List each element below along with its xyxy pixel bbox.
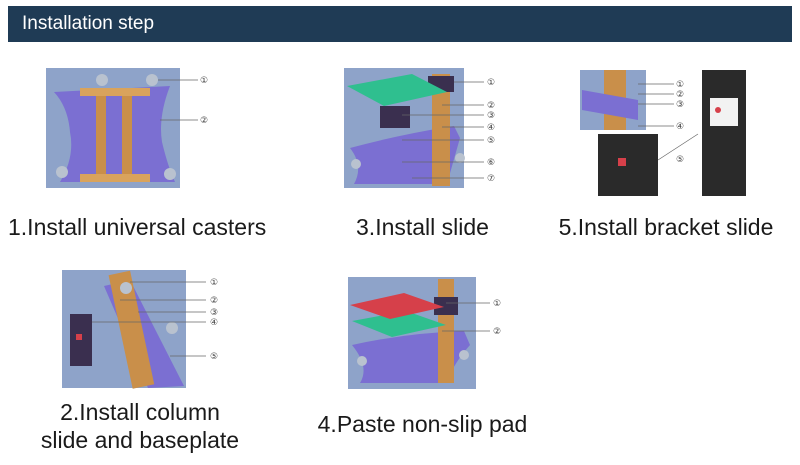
caster-icon (120, 282, 132, 294)
callout-2: ② (210, 296, 218, 306)
callout-4: ④ (676, 122, 684, 132)
column (432, 74, 450, 186)
caster-icon (56, 166, 68, 178)
callout-5: ⑤ (487, 136, 495, 146)
non-slip-pad (350, 293, 444, 319)
bracket-plate (582, 90, 638, 120)
slide-block (434, 297, 458, 315)
slide-plate (710, 98, 738, 126)
frame-bar-right (122, 88, 132, 182)
caster-icon (166, 322, 178, 334)
knob-icon (715, 107, 721, 113)
frame-bottom-bar (80, 174, 150, 182)
callout-5: ⑤ (676, 155, 684, 165)
tray-green (352, 311, 446, 337)
step-3-caption: 3.Install slide (356, 214, 489, 240)
step-4-caption: 4.Paste non-slip pad (317, 411, 528, 437)
caster-icon (96, 74, 108, 86)
callout-6: ⑥ (487, 158, 495, 168)
knob-icon (76, 334, 82, 340)
step-2-caption-line-1: 2.Install column (60, 399, 220, 425)
caster-icon (455, 153, 465, 163)
column (108, 270, 155, 389)
caster-icon (351, 159, 361, 169)
callout-2: ② (200, 116, 208, 126)
callout-1: ① (676, 80, 684, 90)
frame-top-bar (80, 88, 150, 96)
step-5-caption: 5.Install bracket slide (558, 214, 774, 240)
caster-icon (146, 74, 158, 86)
callout-7: ⑦ (487, 174, 495, 184)
step-1-caption: 1.Install universal casters (8, 214, 267, 240)
frame-bar-left (96, 88, 106, 182)
callout-3: ③ (210, 308, 218, 318)
step-5-figure: ① ② ③ ④ ⑤ (578, 68, 753, 198)
step-2-figure: ① ② ③ ④ ⑤ (60, 268, 235, 393)
callout-3: ③ (487, 111, 495, 121)
callout-2: ② (676, 90, 684, 100)
section-header: Installation step (8, 6, 792, 42)
callout-2: ② (487, 101, 495, 111)
callout-5: ⑤ (210, 352, 218, 362)
tray-top (347, 74, 447, 106)
caster-icon (357, 356, 367, 366)
knob-icon (618, 158, 626, 166)
section-title: Installation step (22, 13, 155, 34)
step-1-figure: ① ② (40, 62, 220, 192)
step-3-figure: ① ② ③ ④ ⑤ ⑥ ⑦ (342, 66, 507, 191)
callout-1: ① (210, 278, 218, 288)
callout-2: ② (493, 327, 501, 337)
step-2-caption: 2.Install column slide and baseplate (10, 398, 270, 454)
caster-icon (459, 350, 469, 360)
slide-block (380, 106, 410, 128)
callout-1: ① (493, 299, 501, 309)
baseplate (54, 86, 175, 182)
slide-photo-2 (702, 70, 746, 196)
step-2-caption-line-2: slide and baseplate (40, 427, 240, 453)
caster-icon (164, 168, 176, 180)
callout-4: ④ (210, 318, 218, 328)
slide-photo-1 (598, 134, 658, 196)
callout-4: ④ (487, 123, 495, 133)
callout-1: ① (487, 78, 495, 88)
callout-1: ① (200, 76, 208, 86)
callout-3: ③ (676, 100, 684, 110)
step-4-figure: ① ② (346, 275, 516, 393)
